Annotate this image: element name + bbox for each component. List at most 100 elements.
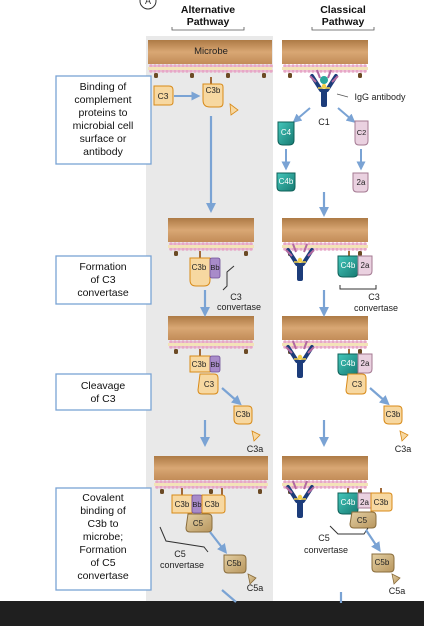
step-covalent-line-5: Formation	[79, 544, 126, 556]
step-binding-line-1: Binding of	[80, 81, 127, 93]
c4-protein: C4	[277, 121, 295, 146]
c2-label: C2	[357, 128, 367, 137]
cl-c5conv-c3b-label: C3b	[374, 498, 389, 507]
classical-cleave-arrow	[369, 387, 390, 406]
classical-c3-convertase-text-1: C3	[368, 292, 380, 302]
classical-c3-convertase-text-2: convertase	[354, 303, 398, 313]
alt-c3b-released: C3b	[233, 405, 261, 442]
cl-c5b-label: C5b	[375, 558, 390, 567]
step-formation-line-2: of C3	[90, 274, 115, 286]
c2-protein: C2	[354, 120, 369, 146]
alt-c5b-label: C5b	[227, 559, 242, 568]
c4b-protein: C4b	[276, 172, 296, 192]
classical-c5-convertase-complex: C4b 2a C3b C5	[337, 488, 393, 529]
classical-pathway-title-bracket	[311, 27, 375, 31]
alt-c3a-label: C3a	[247, 444, 264, 454]
alt-c3b-bound: C3b	[202, 77, 224, 108]
step-cleavage-line-2: of C3	[90, 393, 115, 405]
igg-antibody-step2	[285, 243, 315, 281]
step-binding-line-6: antibody	[83, 146, 123, 158]
alt-membrane-3	[168, 316, 254, 354]
classical-c5-convertase-text-2: convertase	[304, 545, 348, 555]
alt-c3-convertase-text-1: C3	[230, 292, 242, 302]
alt-conv-c3b-label: C3b	[192, 263, 207, 272]
panel-letter-circle	[139, 0, 157, 10]
classical-c3-convertase-bracket	[339, 285, 377, 290]
alt-c5-label: C5	[193, 519, 204, 528]
alt-cleavage-complex: C3b Bb C3	[189, 349, 221, 395]
step-formation-line-1: Formation	[79, 261, 126, 273]
alt-c5-convertase-text-1: C5	[174, 549, 186, 559]
microbe-label: Microbe	[194, 46, 228, 57]
alt-c3-label: C3	[158, 91, 169, 101]
cl-cleave-c2a-label: 2a	[361, 359, 370, 368]
alt-exit-arrow	[221, 589, 237, 603]
alt-c5conv-bb-label: Bb	[192, 500, 201, 509]
c1-label: C1	[318, 117, 330, 127]
step-covalent-line-3: C3b to	[88, 518, 119, 530]
c4b-label: C4b	[279, 177, 294, 186]
step-binding-line-2: complement	[74, 94, 131, 106]
step-box-binding: Binding of complement proteins to microb…	[55, 75, 152, 165]
classical-c3b-released: C3b	[383, 405, 409, 442]
cl-c5conv-c4b-label: C4b	[341, 498, 356, 507]
c1-to-c2-arrow	[337, 107, 356, 123]
cl-cleave-c3-label: C3	[352, 380, 363, 389]
alt-c5a-label: C5a	[247, 583, 264, 593]
cl-c5-label: C5	[357, 516, 368, 525]
alt-c5conv-c3b-1-label: C3b	[175, 500, 190, 509]
bottom-bar	[0, 601, 424, 621]
cl-conv-c2a-label: 2a	[361, 261, 370, 270]
alt-c5b-released: C5b	[223, 554, 257, 585]
alt-c5-convertase-complex: C3b Bb C3b C5	[171, 488, 226, 533]
alt-c3b-label: C3b	[206, 86, 221, 95]
step-covalent-line-6: of C5	[90, 557, 115, 569]
classical-c5b-released: C5b	[371, 553, 401, 585]
igg-antibody-label: IgG antibody	[354, 92, 406, 102]
cl-cleave-c4b-label: C4b	[341, 359, 356, 368]
cl-conv-c4b-label: C4b	[341, 261, 356, 270]
step-box-cleavage: Cleavage of C3	[55, 373, 152, 411]
step-binding-line-4: microbial cell	[73, 120, 134, 132]
alt-c3-convertase-bracket	[222, 265, 235, 291]
alt-c3-convertase-complex: C3b Bb	[189, 251, 221, 287]
step-binding-line-5: surface or	[80, 133, 127, 145]
microbe-membranes	[148, 40, 368, 494]
step-covalent-line-1: Covalent	[82, 492, 124, 504]
alt-conv-bb-label: Bb	[210, 263, 219, 272]
step-formation-line-3: convertase	[77, 287, 129, 299]
igg-label-pointer	[336, 93, 349, 98]
alt-c5-cleave-arrow	[209, 531, 228, 554]
c2a-protein: 2a	[352, 172, 369, 193]
igg-antibody-step3	[285, 340, 315, 378]
classical-cleavage-complex: C4b 2a C3	[337, 349, 373, 395]
alt-c3a-fragment	[229, 103, 239, 116]
step-box-formation: Formation of C3 convertase	[55, 255, 152, 305]
classical-pathway-title-2: Pathway	[322, 16, 365, 28]
classical-membrane-4	[282, 456, 368, 494]
alt-cleave-bb-label: Bb	[210, 360, 219, 369]
step-binding-line-3: proteins to	[78, 107, 127, 119]
alt-cleave-c3b-label: C3b	[192, 360, 207, 369]
alt-membrane-4	[154, 456, 268, 494]
classical-c3-convertase: C4b 2a	[337, 251, 373, 278]
step-covalent-line-2: binding of	[80, 505, 126, 517]
classical-c5-convertase-text-1: C5	[318, 533, 330, 543]
alt-pathway-title-1: Alternative	[181, 4, 235, 16]
classical-c5a-label: C5a	[389, 586, 406, 596]
classical-c3a-label: C3a	[395, 444, 412, 454]
alt-membrane-2	[168, 218, 254, 256]
step-box-covalent: Covalent binding of C3b to microbe; Form…	[55, 487, 152, 591]
alt-c3-protein: C3	[153, 85, 174, 106]
c1-to-c4-arrow	[292, 107, 311, 123]
classical-pathway-title-1: Classical	[320, 4, 366, 16]
igg-antibody-c1	[309, 69, 339, 107]
panel-letter: A	[145, 0, 151, 6]
alt-membrane-1	[148, 40, 273, 78]
alt-c5-convertase-bracket	[159, 526, 209, 553]
classical-c5-cleave-arrow	[365, 529, 381, 553]
igg-antibody-step4	[285, 480, 315, 518]
alt-c5-convertase-text-2: convertase	[160, 560, 204, 570]
